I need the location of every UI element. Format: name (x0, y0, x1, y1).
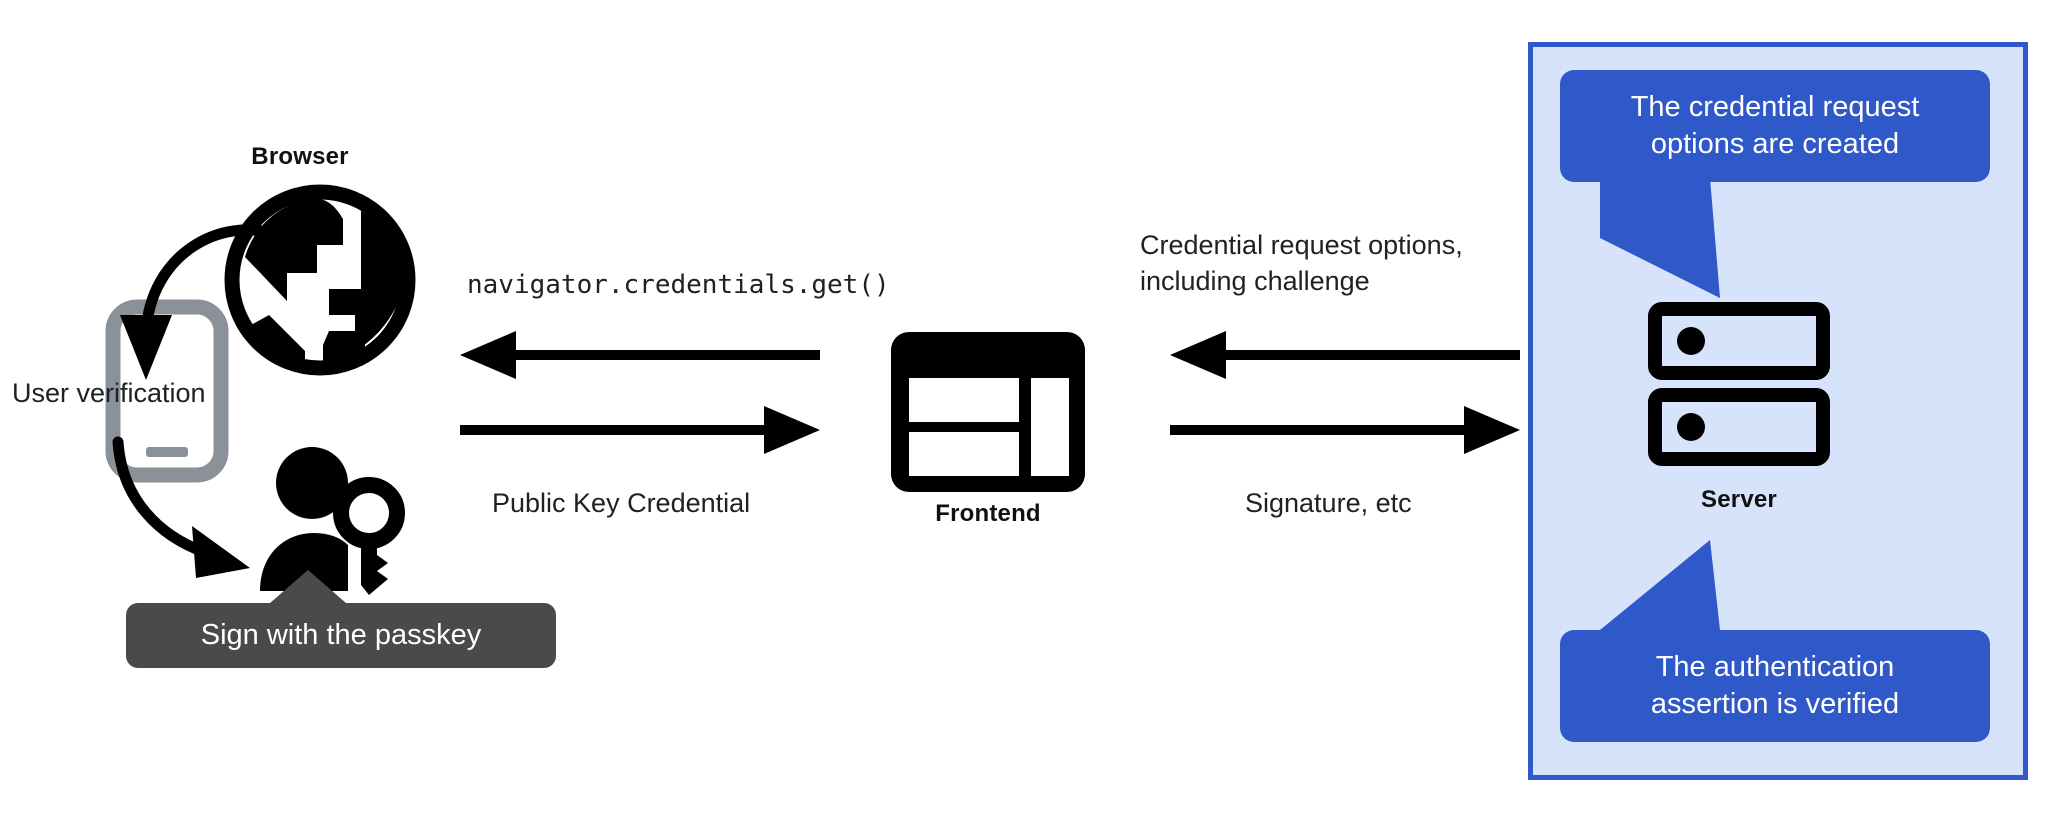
user-verification-label: User verification (12, 378, 206, 408)
tooltip-sign-with-passkey-tail (262, 570, 354, 610)
public-key-credential-label: Public Key Credential (492, 488, 751, 518)
frontend-label: Frontend (935, 500, 1041, 527)
browser-label: Browser (251, 143, 349, 170)
server-rack-icon (1648, 302, 1830, 466)
arrow-browser-to-frontend (460, 406, 820, 454)
signature-etc-label: Signature, etc (1245, 488, 1412, 518)
callout-credential-request-options-tail (1600, 178, 1720, 298)
webpage-layout-icon (891, 332, 1085, 492)
tooltip-sign-with-passkey: Sign with the passkey (126, 603, 556, 668)
arrow-frontend-to-server (1170, 406, 1520, 454)
server-label: Server (1701, 486, 1777, 513)
arrow-frontend-to-browser (460, 331, 820, 379)
person-with-key-icon (260, 447, 405, 595)
callout-credential-request-options: The credential request options are creat… (1560, 70, 1990, 182)
arrow-server-to-frontend (1170, 331, 1520, 379)
arrow-phone-to-user (112, 436, 250, 578)
navigator-credentials-get-label: navigator.credentials.get() (467, 270, 890, 300)
credential-request-options-label: Credential request options, including ch… (1140, 230, 1463, 296)
arrow-browser-to-phone (120, 224, 284, 380)
callout-authentication-assertion-tail (1600, 540, 1720, 630)
globe-icon (224, 184, 416, 376)
callout-authentication-assertion: The authentication assertion is verified (1560, 630, 1990, 742)
mobile-phone-icon (105, 299, 229, 483)
